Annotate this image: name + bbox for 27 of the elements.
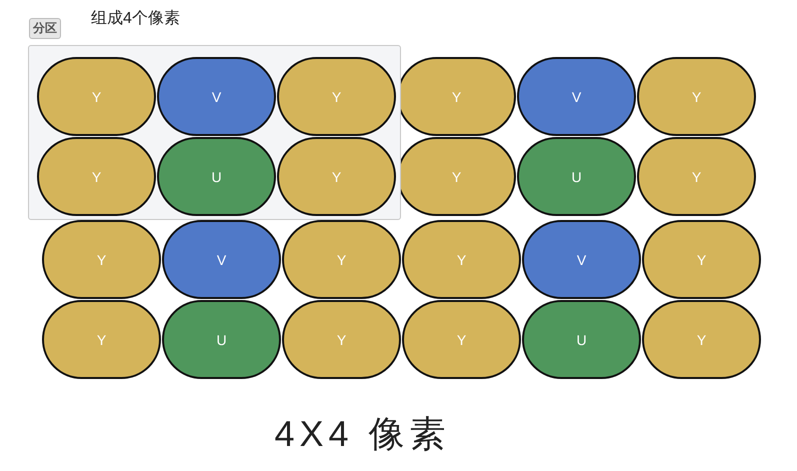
pixel-label: Y — [456, 252, 466, 268]
pixel-label: Y — [332, 88, 342, 104]
pixel-label: Y — [92, 88, 102, 104]
pixel-label: Y — [692, 88, 702, 104]
pixel-label: V — [576, 252, 586, 268]
tag-label: 分区 — [29, 18, 61, 39]
pixel-label: Y — [452, 168, 462, 184]
pixel-label: Y — [696, 252, 706, 268]
pixel-label: U — [211, 168, 222, 184]
pixel-label: Y — [696, 332, 706, 348]
pixel-label: Y — [456, 332, 466, 348]
pixel-label: U — [571, 168, 582, 184]
pixel-label: Y — [96, 332, 106, 348]
pixel-label: V — [572, 88, 582, 104]
pixel-label: Y — [692, 168, 702, 184]
pixel-label: V — [212, 88, 222, 104]
pixel-label: U — [216, 332, 227, 348]
pixel-label: U — [576, 332, 587, 348]
pixel-label: V — [216, 252, 226, 268]
group-heading: 组成4个像素 — [91, 8, 180, 29]
pixel-label: Y — [96, 252, 106, 268]
pixel-label: Y — [452, 88, 462, 104]
pixel-label: Y — [336, 332, 346, 348]
pixel-label: Y — [332, 168, 342, 184]
pixel-label: Y — [336, 252, 346, 268]
caption: 4X4 像素 — [273, 412, 452, 456]
pixel-label: Y — [92, 168, 102, 184]
